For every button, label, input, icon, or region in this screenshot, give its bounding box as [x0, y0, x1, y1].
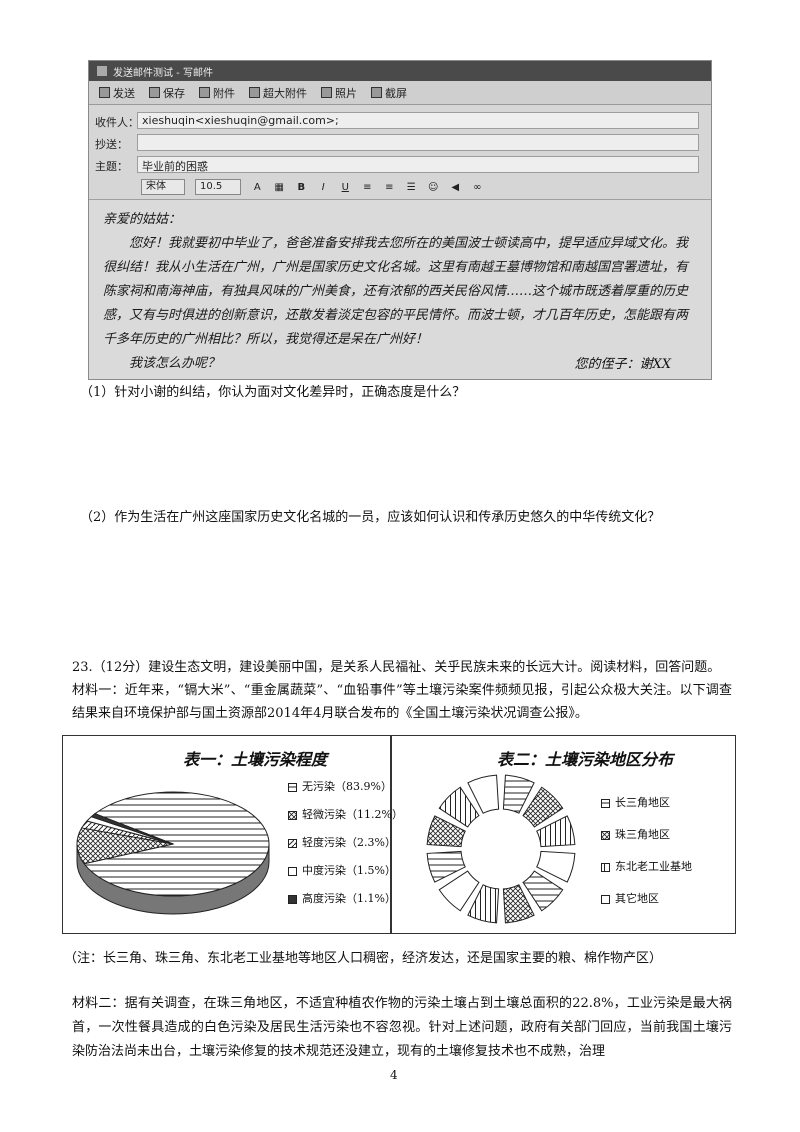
pie-slice-高度污染: [90, 813, 174, 845]
donut-chart-region-distribution: [426, 774, 576, 924]
subject-field[interactable]: 毕业前的困惑: [137, 156, 699, 173]
letter-text: 亲爱的姑姑： 您好！我就要初中毕业了，爸爸准备安排我去您所在的美国波士顿读高中，…: [103, 208, 693, 376]
underline-icon[interactable]: U: [341, 181, 349, 193]
send-button[interactable]: 发送: [99, 85, 135, 101]
donut-segment-其它地区: [467, 774, 500, 814]
donut-segment-长三角地区: [426, 850, 466, 883]
question-2: （2）作为生活在广州这座国家历史文化名城的一员，应该如何认识和传承历史悠久的中华…: [80, 510, 661, 525]
donut-segment-东北老工业基地: [438, 786, 480, 828]
legend-item: 轻度污染（2.3%）: [288, 836, 403, 850]
charts-svg: [76, 774, 576, 924]
email-toolbar: 发送 保存 附件 超大附件 照片 截屏: [89, 81, 711, 105]
highlight-icon[interactable]: ▦: [274, 181, 284, 193]
large-attachment-icon: [249, 87, 260, 98]
legend-item: 高度污染（1.1%）: [288, 892, 403, 906]
subject-row: 主题： 毕业前的困惑: [89, 155, 711, 175]
swatch-yangtze: [601, 798, 610, 808]
format-toolbar: 宋体 10.5 A ▦ B I U ≡ ≡ ☰ ☺ ◀ ∞: [141, 177, 699, 197]
subject-label: 主题：: [95, 160, 128, 173]
pie-chart-pollution-degree: [76, 791, 270, 915]
chart2-legend: 长三角地区 珠三角地区 东北老工业基地 其它地区: [601, 796, 692, 906]
letter-greeting: 亲爱的姑姑：: [103, 212, 182, 227]
legend-item: 长三角地区: [601, 796, 692, 810]
chart-divider: [390, 736, 392, 933]
swatch-none: [288, 782, 297, 792]
donut-segment-珠三角地区: [426, 815, 466, 848]
swatch-northeast: [601, 862, 610, 872]
swatch-slight: [288, 810, 297, 820]
emoji-icon[interactable]: ☺: [428, 181, 439, 193]
chart-note: （注：长三角、珠三角、东北老工业基地等地区人口稠密，经济发达，还是国家主要的粮、…: [64, 951, 663, 966]
legend-item: 东北老工业基地: [601, 860, 692, 874]
legend-item: 珠三角地区: [601, 828, 692, 842]
letter-signature: 您的侄子：谢XX: [574, 357, 671, 372]
font-size-select[interactable]: 10.5: [195, 179, 242, 195]
swatch-heavy: [288, 894, 297, 904]
audio-icon[interactable]: ◀: [451, 181, 460, 193]
question-1: （1）针对小谢的纠结，你认为面对文化差异时，正确态度是什么？: [80, 385, 466, 400]
letter-paragraph: 您好！我就要初中毕业了，爸爸准备安排我去您所在的美国波士顿读高中，提早适应异域文…: [103, 236, 689, 347]
cc-field[interactable]: [137, 134, 699, 151]
legend-item: 中度污染（1.5%）: [288, 864, 403, 878]
email-screenshot: 发送邮件测试 - 写邮件 发送 保存 附件 超大附件 照片 截屏 收件人： xi…: [88, 60, 712, 380]
pie-slice-无污染: [83, 791, 270, 897]
message-body[interactable]: 亲爱的姑姑： 您好！我就要初中毕业了，爸爸准备安排我去您所在的美国波士顿读高中，…: [89, 199, 711, 379]
align-left-icon[interactable]: ≡: [363, 181, 372, 193]
font-color-icon[interactable]: A: [253, 181, 261, 193]
attachment-icon: [199, 87, 210, 98]
photo-button[interactable]: 照片: [321, 85, 357, 101]
screenshot-button[interactable]: 截屏: [371, 85, 407, 101]
donut-segment-其它地区: [438, 870, 480, 912]
donut-segment-长三角地区: [502, 774, 535, 814]
to-label: 收件人：: [95, 116, 139, 129]
donut-segment-珠三角地区: [502, 884, 535, 924]
window-title: 发送邮件测试 - 写邮件: [113, 67, 213, 79]
photo-icon: [321, 87, 332, 98]
chart1-title: 表一：土壤污染程度: [183, 750, 328, 769]
bold-icon[interactable]: B: [297, 181, 306, 193]
cc-label: 抄送：: [95, 138, 128, 151]
align-center-icon[interactable]: ≡: [385, 181, 394, 193]
cc-row: 抄送：: [89, 133, 711, 153]
donut-segment-东北老工业基地: [536, 815, 576, 848]
window-titlebar: 发送邮件测试 - 写邮件: [89, 61, 711, 81]
font-name-select[interactable]: 宋体: [141, 179, 185, 195]
legend-item: 轻微污染（11.2%）: [288, 808, 403, 822]
swatch-pearl: [601, 830, 610, 840]
page-number: 4: [390, 1068, 398, 1082]
italic-icon[interactable]: I: [321, 181, 325, 193]
q23-material-1: 材料一：近年来，“镉大米”、“重金属蔬菜”、“血铅事件”等土壤污染案件频频见报，…: [72, 683, 732, 721]
q23-material-2: 材料二：据有关调查，在珠三角地区，不适宜种植农作物的污染土壤占到土壤总面积的22…: [72, 996, 732, 1059]
save-button[interactable]: 保存: [149, 85, 185, 101]
swatch-other: [601, 894, 610, 904]
save-icon: [149, 87, 160, 98]
legend-item: 无污染（83.9%）: [288, 780, 403, 794]
chart2-title: 表二：土壤污染地区分布: [497, 750, 674, 769]
screenshot-icon: [371, 87, 382, 98]
chart1-legend: 无污染（83.9%） 轻微污染（11.2%） 轻度污染（2.3%） 中度污染（1…: [288, 780, 403, 906]
charts-panel: 表一：土壤污染程度 表二：土壤污染地区分布 无污染（83.9%） 轻微污染（11…: [62, 735, 736, 934]
to-field[interactable]: xieshuqin<xieshuqin@gmail.com>;: [137, 112, 699, 129]
letter-question: 我该怎么办呢？: [103, 356, 221, 371]
pie-slice-轻微污染: [76, 827, 174, 865]
donut-segment-东北老工业基地: [467, 884, 500, 924]
donut-segment-珠三角地区: [522, 786, 564, 828]
swatch-light: [288, 838, 297, 848]
to-row: 收件人： xieshuqin<xieshuqin@gmail.com>;: [89, 111, 711, 131]
attach-button[interactable]: 附件: [199, 85, 235, 101]
link-icon[interactable]: ∞: [473, 181, 482, 193]
q23-intro: 23.（12分）建设生态文明，建设美丽中国，是关系人民福祉、关乎民族未来的长远大…: [72, 660, 721, 675]
donut-segment-其它地区: [536, 850, 576, 883]
app-icon: [97, 66, 107, 76]
list-icon[interactable]: ☰: [406, 181, 416, 193]
swatch-moderate: [288, 866, 297, 876]
question-23: 23.（12分）建设生态文明，建设美丽中国，是关系人民福祉、关乎民族未来的长远大…: [72, 656, 732, 725]
donut-segment-长三角地区: [522, 870, 564, 912]
large-attach-button[interactable]: 超大附件: [249, 85, 307, 101]
send-icon: [99, 87, 110, 98]
legend-item: 其它地区: [601, 892, 692, 906]
